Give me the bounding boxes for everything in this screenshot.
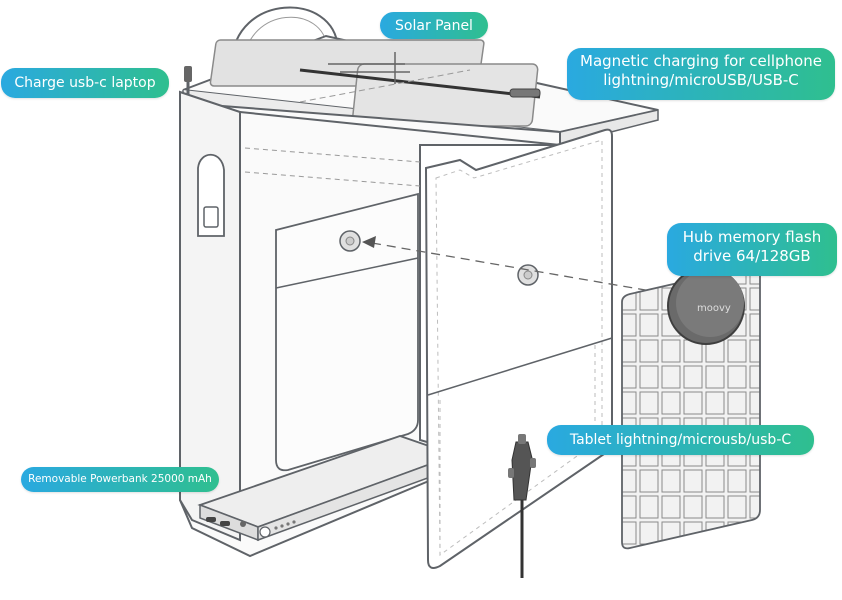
- callout-tablet: Tablet lightning/microusb/usb-C: [547, 425, 814, 455]
- callout-hub-line2: drive 64/128GB: [693, 246, 811, 265]
- alignment-arrow: [362, 236, 681, 297]
- callout-powerbank: Removable Powerbank 25000 mAh: [21, 467, 219, 492]
- callout-tablet-text: Tablet lightning/microusb/usb-C: [569, 432, 792, 448]
- callout-hub-memory: Hub memory flash drive 64/128GB: [667, 223, 837, 276]
- callout-powerbank-text: Removable Powerbank 25000 mAh: [28, 473, 212, 485]
- hub-memory-disc: moovy: [667, 267, 745, 345]
- tablet-cable: [508, 434, 536, 578]
- hub-logo-text: moovy: [697, 303, 731, 314]
- callout-magnetic-line1: Magnetic charging for cellphone: [580, 52, 822, 70]
- callout-solar-panel-text: Solar Panel: [395, 18, 473, 34]
- callout-charge-laptop: Charge usb-c laptop: [1, 68, 169, 98]
- powerbank: [197, 435, 458, 542]
- callout-magnetic-line2: lightning/microUSB/USB-C: [603, 70, 799, 89]
- backpack-body: [179, 90, 561, 558]
- callout-solar-panel: Solar Panel: [380, 12, 488, 39]
- front-panel: [424, 128, 613, 569]
- callout-hub-line1: Hub memory flash: [682, 228, 822, 246]
- inner-pocket: [275, 192, 419, 472]
- callout-charge-laptop-text: Charge usb-c laptop: [14, 75, 156, 91]
- callout-magnetic-charging: Magnetic charging for cellphone lightnin…: [567, 48, 835, 100]
